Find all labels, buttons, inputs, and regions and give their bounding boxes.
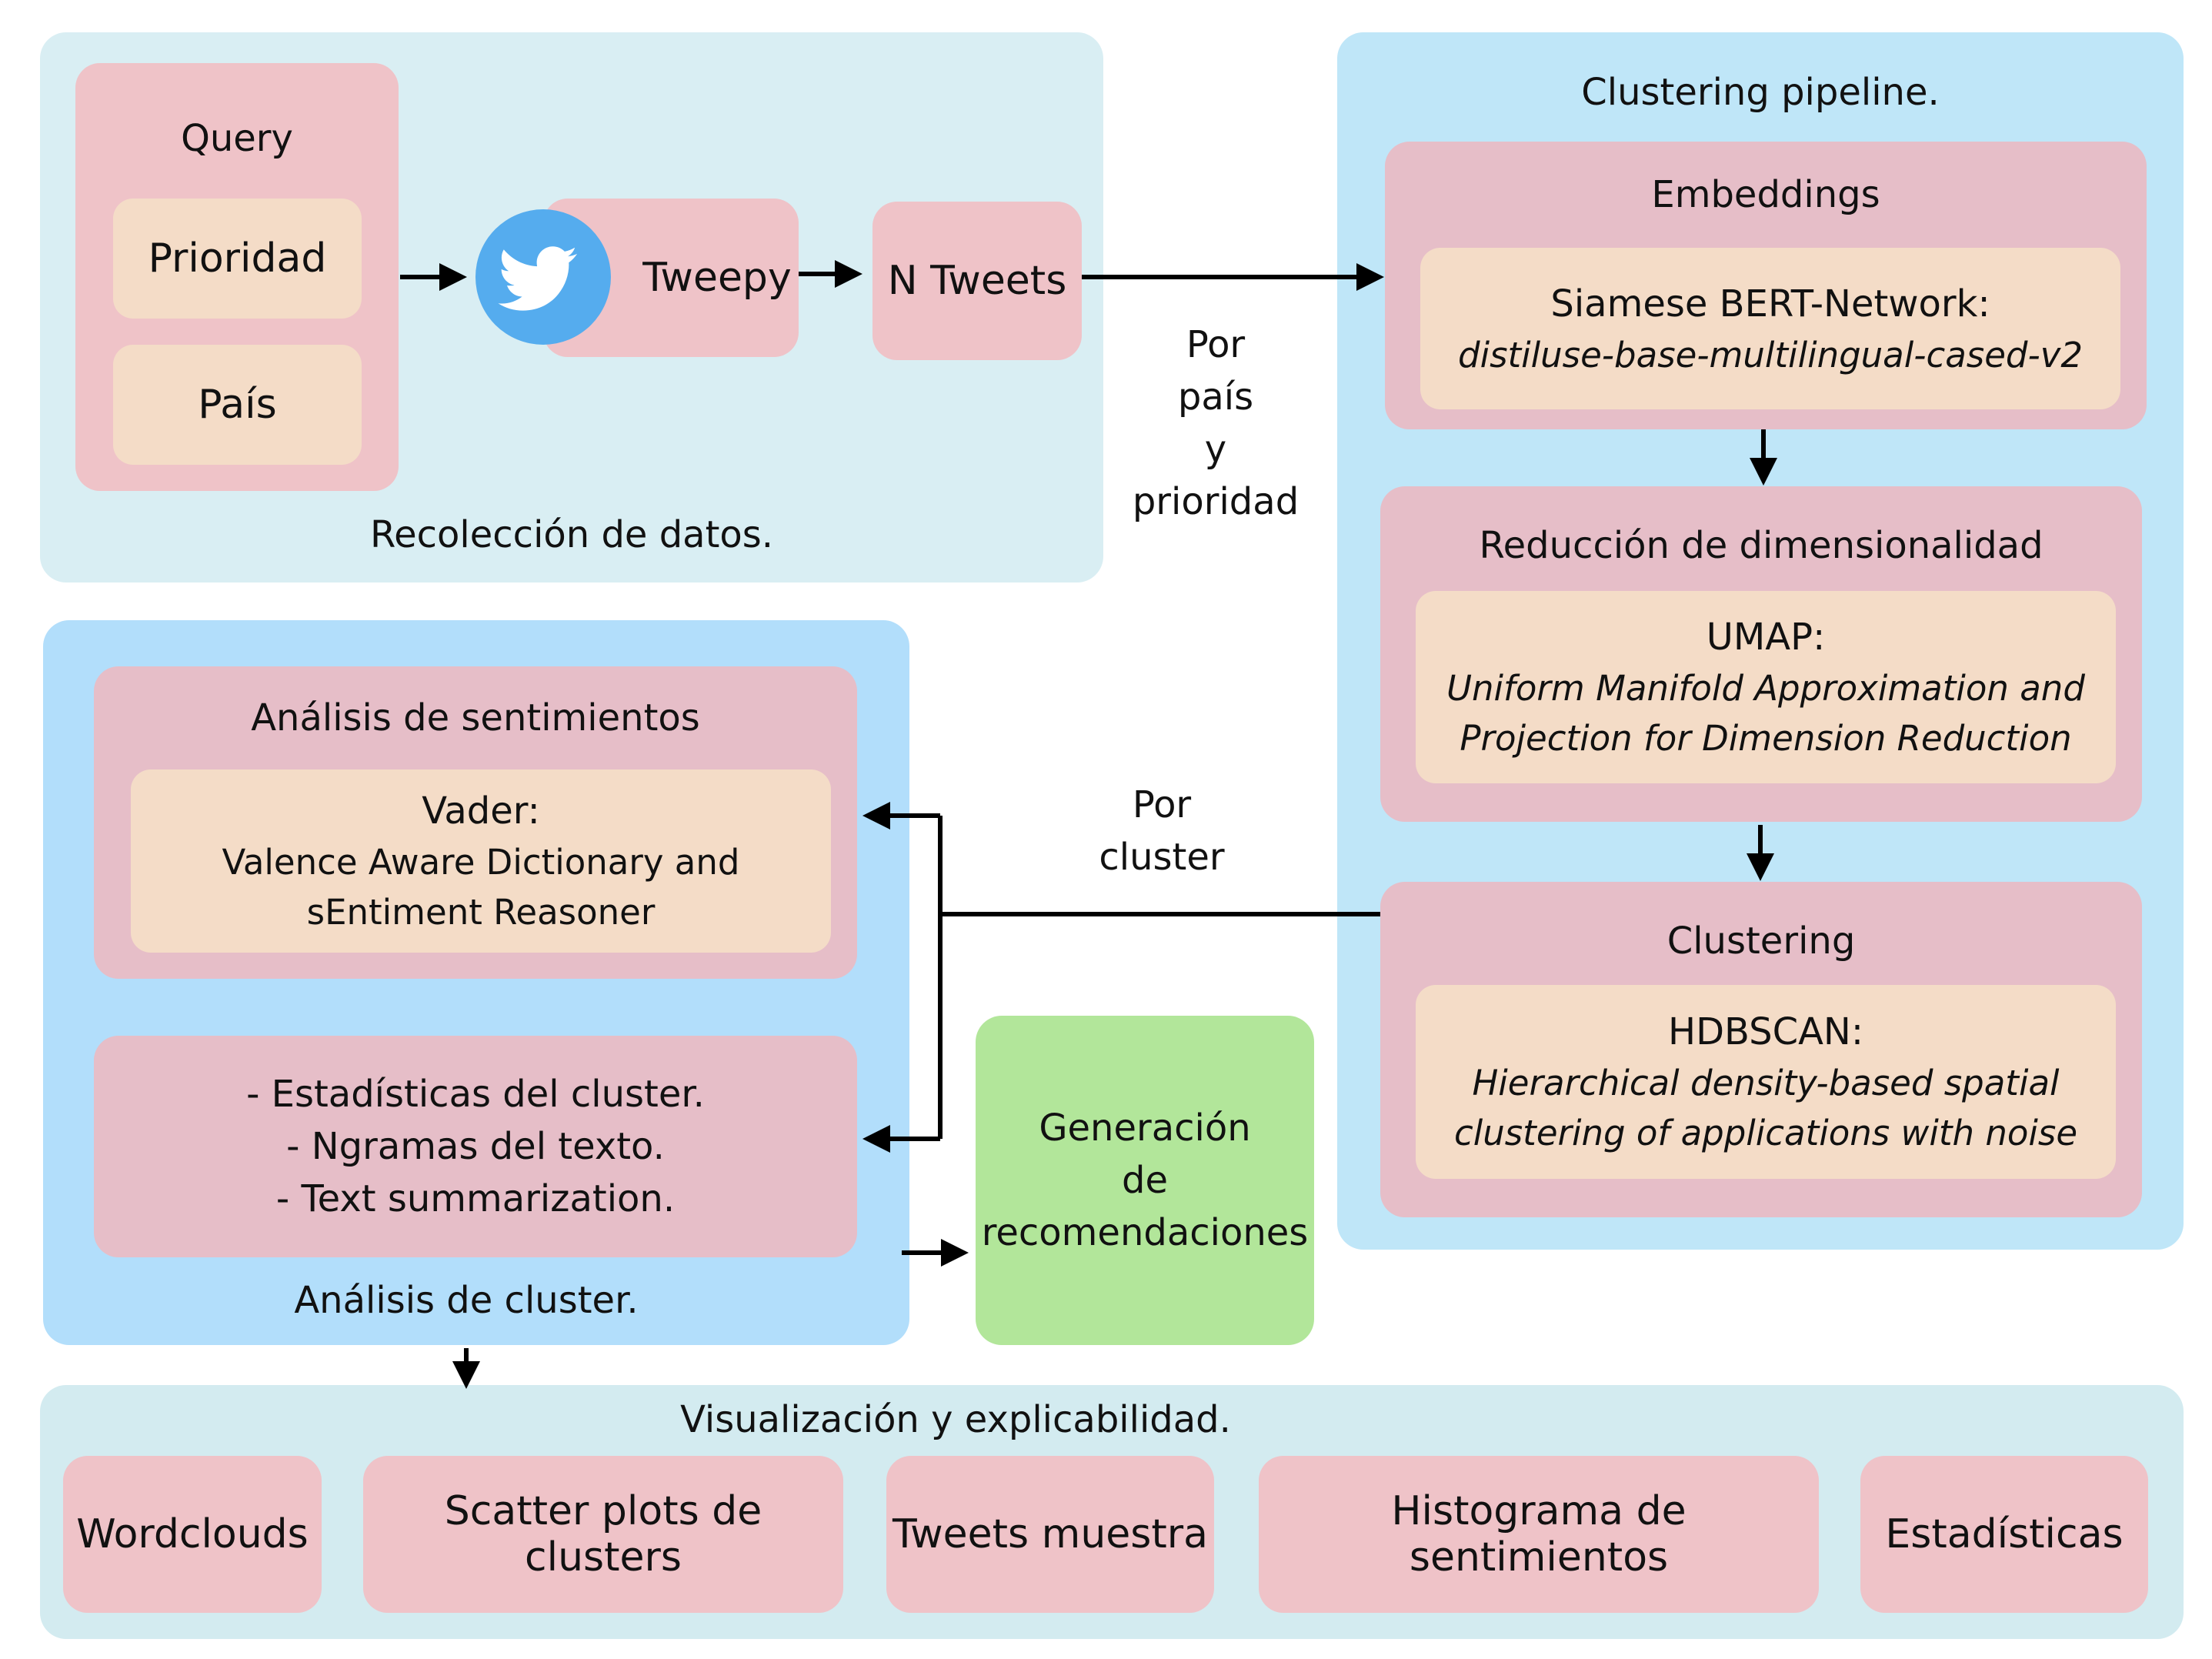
tweepy-label: Tweepy <box>642 255 792 301</box>
flow-label-country-line: Por <box>1186 323 1246 366</box>
hdbscan-title: HDBSCAN: <box>1667 1010 1864 1053</box>
cluster-stats-box: - Estadísticas del cluster. - Ngramas de… <box>94 1036 857 1257</box>
visualization-item-tweets: Tweets muestra <box>886 1456 1214 1613</box>
query-item-pais: País <box>113 345 362 465</box>
cluster-stats-item: - Text summarization. <box>275 1177 676 1220</box>
clustering-title: Clustering <box>1667 920 1856 963</box>
embeddings-model-id: distiluse-base-multilingual-cased-v2 <box>1458 334 2083 376</box>
flow-label-cluster-line: Por <box>1132 783 1192 826</box>
hdbscan-description-line: Hierarchical density-based spatial <box>1472 1063 2060 1103</box>
flow-label-country: Por país y prioridad <box>1100 296 1331 550</box>
visualization-item-scatter: Scatter plots de clusters <box>363 1456 843 1613</box>
embeddings-model-box: Siamese BERT-Network: distiluse-base-mul… <box>1420 248 2120 409</box>
reduction-title: Reducción de dimensionalidad <box>1479 524 2044 567</box>
umap-description-line: Uniform Manifold Approximation and <box>1446 668 2085 709</box>
vader-description-line: Valence Aware Dictionary and <box>222 842 740 883</box>
cluster-stats-item: - Ngramas del texto. <box>286 1125 665 1168</box>
flow-label-country-line: prioridad <box>1132 480 1300 523</box>
flow-label-country-line: país <box>1177 376 1254 419</box>
query-item-prioridad: Prioridad <box>113 199 362 319</box>
umap-title: UMAP: <box>1706 616 1826 659</box>
recommendations-line: recomendaciones <box>981 1211 1309 1254</box>
n-tweets-label: N Tweets <box>887 258 1067 304</box>
recommendations-line: Generación <box>1039 1107 1251 1150</box>
visualization-item-wordclouds: Wordclouds <box>63 1456 322 1613</box>
hdbscan-box: HDBSCAN: Hierarchical density-based spat… <box>1416 985 2116 1179</box>
vader-title: Vader: <box>422 789 540 833</box>
flow-label-country-line: y <box>1204 428 1227 471</box>
n-tweets-box: N Tweets <box>872 202 1082 360</box>
flow-label-cluster: Por cluster <box>1046 762 1277 900</box>
vader-box: Vader: Valence Aware Dictionary and sEnt… <box>131 769 831 953</box>
sentiment-analysis-title: Análisis de sentimientos <box>251 696 700 739</box>
cluster-analysis-footer: Análisis de cluster. <box>294 1279 639 1322</box>
visualization-item-statistics: Estadísticas <box>1860 1456 2148 1613</box>
visualization-item-histogram: Histograma de sentimientos <box>1259 1456 1819 1613</box>
cluster-stats-item: - Estadísticas del cluster. <box>246 1073 705 1116</box>
vader-description-line: sEntiment Reasoner <box>306 892 656 933</box>
twitter-bird-icon <box>475 209 611 345</box>
flow-label-cluster-line: cluster <box>1099 836 1225 879</box>
recommendations-box: Generación de recomendaciones <box>976 1016 1314 1345</box>
recommendations-line: de <box>1122 1159 1168 1202</box>
pipeline-title: Clustering pipeline. <box>1581 71 1940 114</box>
embeddings-title: Embeddings <box>1651 173 1880 216</box>
umap-description-line: Projection for Dimension Reduction <box>1460 718 2072 759</box>
query-title: Query <box>181 117 293 160</box>
umap-box: UMAP: Uniform Manifold Approximation and… <box>1416 591 2116 783</box>
embeddings-model-name: Siamese BERT-Network: <box>1550 282 1990 325</box>
hdbscan-description-line: clustering of applications with noise <box>1453 1113 2078 1153</box>
visualization-title: Visualización y explicabilidad. <box>680 1398 1231 1441</box>
data-collection-footer: Recolección de datos. <box>369 513 774 556</box>
